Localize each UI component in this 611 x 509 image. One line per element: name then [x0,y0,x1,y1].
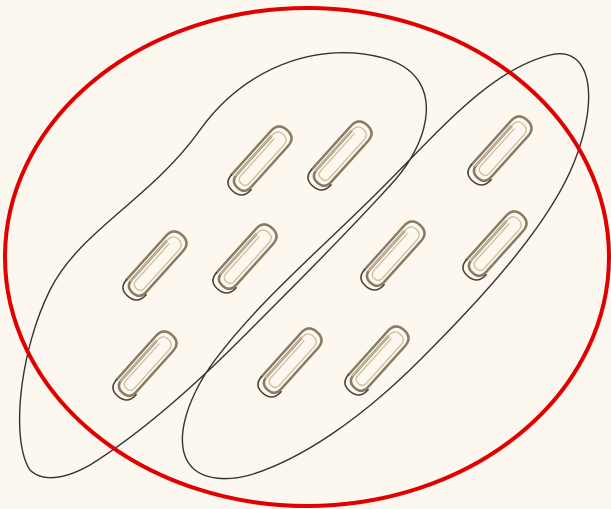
left-group-paperclip-icon-1 [224,122,297,199]
left-group-paperclip-icon-3 [119,227,192,304]
outer-ellipse [5,8,609,506]
paperclip-items [109,112,537,404]
right-group-paperclip-icon-5 [341,322,414,399]
right-group-paperclip-icon-1 [464,112,537,189]
left-group-paperclip-icon-5 [109,327,182,404]
right-group-paperclip-icon-2 [459,207,532,284]
right-group-paperclip-icon-4 [254,324,327,401]
left-group-paperclip-icon-4 [209,220,282,297]
right-group-outline [182,54,588,479]
left-group-paperclip-icon-2 [304,117,377,194]
right-group-paperclip-icon-3 [357,217,430,294]
